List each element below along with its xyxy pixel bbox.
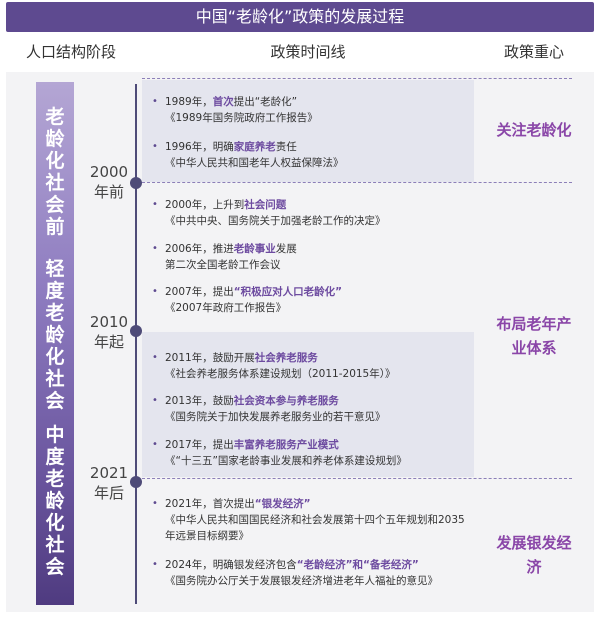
stage-char: 度 xyxy=(45,280,65,302)
event-doc: 《“十三五”国家老龄事业发展和养老体系建设规划》 xyxy=(165,455,407,467)
stage-bar xyxy=(36,82,74,605)
event-2013: 2013年，鼓励社会资本参与养老服务 《国务院关于加快发展养老服务业的若干意见》 xyxy=(152,393,470,425)
separator-2021 xyxy=(142,478,572,479)
year-label-2021: 2021 年后 xyxy=(84,463,134,503)
event-2024: 2024年，明确银发经济包含“老龄经济”和“备老经济” 《国务院办公厅关于发展银… xyxy=(152,557,470,589)
stage-label-pre: 老龄化社会前 xyxy=(36,106,74,238)
stage-label-mild: 轻度老龄化社会 xyxy=(36,258,74,412)
stage-char: 社 xyxy=(45,534,65,556)
event-1989: 1989年，首次提出“老龄化” 《1989年国务院政府工作报告》 xyxy=(152,94,470,126)
stage-char: 会 xyxy=(45,390,65,412)
header-stage: 人口结构阶段 xyxy=(25,43,116,61)
event-highlight: 首次 xyxy=(212,96,234,108)
event-2007: 2007年，提出“积极应对人口老龄化” 《2007年政府工作报告》 xyxy=(152,284,470,316)
event-text: 2021年，首次提出 xyxy=(165,498,255,510)
focus-aging-attention: 关注老龄化 xyxy=(496,121,572,139)
event-highlight: 社会问题 xyxy=(244,199,287,211)
year-value: 2021 xyxy=(89,464,129,482)
stage-char: 化 xyxy=(45,512,65,534)
stage-label-moderate: 中度老龄化社会 xyxy=(36,424,74,578)
timeline-dot-2021 xyxy=(130,476,142,488)
event-doc: 第二次全国老龄工作会议 xyxy=(165,259,281,271)
stage-char: 龄 xyxy=(45,324,65,346)
event-2000: 2000年，上升到社会问题 《中共中央、国务院关于加强老龄工作的决定》 xyxy=(152,197,470,229)
event-highlight: 社会养老服务 xyxy=(254,352,318,364)
event-text: 提出“老龄化” xyxy=(233,96,298,108)
separator-top xyxy=(142,78,572,79)
stage-char: 化 xyxy=(45,346,65,368)
stage-char: 社 xyxy=(45,172,65,194)
event-highlight: 老龄事业 xyxy=(233,243,276,255)
event-doc: 《中华人民共和国国民经济和社会发展第十四个五年规划和2035年远景目标纲要》 xyxy=(165,514,465,542)
stage-char: 龄 xyxy=(45,490,65,512)
stage-char: 会 xyxy=(45,194,65,216)
event-highlight: 社会资本参与养老服务 xyxy=(233,395,339,407)
event-doc: 《1989年国务院政府工作报告》 xyxy=(165,112,318,124)
year-value: 2000 xyxy=(89,163,129,181)
event-text: 2013年，鼓励 xyxy=(165,395,234,407)
event-highlight: 丰富养老服务产业模式 xyxy=(233,439,339,451)
event-doc: 《中华人民共和国老年人权益保障法》 xyxy=(165,157,344,169)
event-doc: 《国务院办公厅关于发展银发经济增进老年人福祉的意见》 xyxy=(165,575,438,587)
event-text: 发展 xyxy=(275,243,297,255)
year-suffix: 年后 xyxy=(93,484,124,502)
stage-char: 度 xyxy=(45,446,65,468)
event-2017: 2017年，提出丰富养老服务产业模式 《“十三五”国家老龄事业发展和养老体系建设… xyxy=(152,437,470,469)
stage-char: 龄 xyxy=(45,128,65,150)
event-2011: 2011年，鼓励开展社会养老服务 《社会养老服务体系建设规划（2011-2015… xyxy=(152,350,470,382)
event-doc: 《中共中央、国务院关于加强老龄工作的决定》 xyxy=(165,215,386,227)
event-text: 2017年，提出 xyxy=(165,439,234,451)
focus-silver-economy: 发展银发经济 xyxy=(496,534,572,576)
event-doc: 《国务院关于加快发展养老服务业的若干意见》 xyxy=(165,411,386,423)
event-text: 2007年，提出 xyxy=(165,286,234,298)
event-text: 责任 xyxy=(275,141,297,153)
event-text: 1989年， xyxy=(165,96,213,108)
event-doc: 《社会养老服务体系建设规划（2011-2015年）》 xyxy=(165,368,396,380)
header-focus: 政策重心 xyxy=(503,43,564,61)
event-text: 2006年，推进 xyxy=(165,243,234,255)
stage-char: 前 xyxy=(45,216,65,238)
stage-char: 社 xyxy=(45,368,65,390)
event-text: 2000年，上升到 xyxy=(165,199,245,211)
year-label-2010: 2010 年起 xyxy=(84,312,134,352)
event-2006: 2006年，推进老龄事业发展 第二次全国老龄工作会议 xyxy=(152,241,470,273)
timeline-dot-2010 xyxy=(130,325,142,337)
separator-2000 xyxy=(142,182,572,183)
header-timeline: 政策时间线 xyxy=(270,43,346,61)
stage-char: 化 xyxy=(45,150,65,172)
event-2021: 2021年，首次提出“银发经济” 《中华人民共和国国民经济和社会发展第十四个五年… xyxy=(152,496,470,544)
event-highlight: “积极应对人口老龄化” xyxy=(233,286,343,298)
event-doc: 《2007年政府工作报告》 xyxy=(165,302,287,314)
year-suffix: 年起 xyxy=(93,333,124,351)
year-label-2000: 2000 年前 xyxy=(84,162,134,202)
event-text: 1996年，明确 xyxy=(165,141,234,153)
event-1996: 1996年，明确家庭养老责任 《中华人民共和国老年人权益保障法》 xyxy=(152,139,470,171)
stage-char: 老 xyxy=(45,302,65,324)
year-value: 2010 xyxy=(89,313,129,331)
chart-title: 中国“老龄化”政策的发展过程 xyxy=(6,2,594,32)
event-highlight: “老龄经济”和“备老经济” xyxy=(296,559,419,571)
event-text: 2024年，明确银发经济包含 xyxy=(165,559,297,571)
stage-char: 会 xyxy=(45,556,65,578)
event-highlight: 家庭养老 xyxy=(233,141,276,153)
year-suffix: 年前 xyxy=(93,183,124,201)
focus-elderly-industry: 布局老年产业体系 xyxy=(496,315,572,357)
timeline-line xyxy=(135,84,137,604)
stage-char: 轻 xyxy=(45,258,65,280)
stage-char: 老 xyxy=(45,106,65,128)
event-highlight: “银发经济” xyxy=(254,498,311,510)
stage-char: 老 xyxy=(45,468,65,490)
stage-char: 中 xyxy=(45,424,65,446)
timeline-dot-2000 xyxy=(130,177,142,189)
event-text: 2011年，鼓励开展 xyxy=(165,352,255,364)
